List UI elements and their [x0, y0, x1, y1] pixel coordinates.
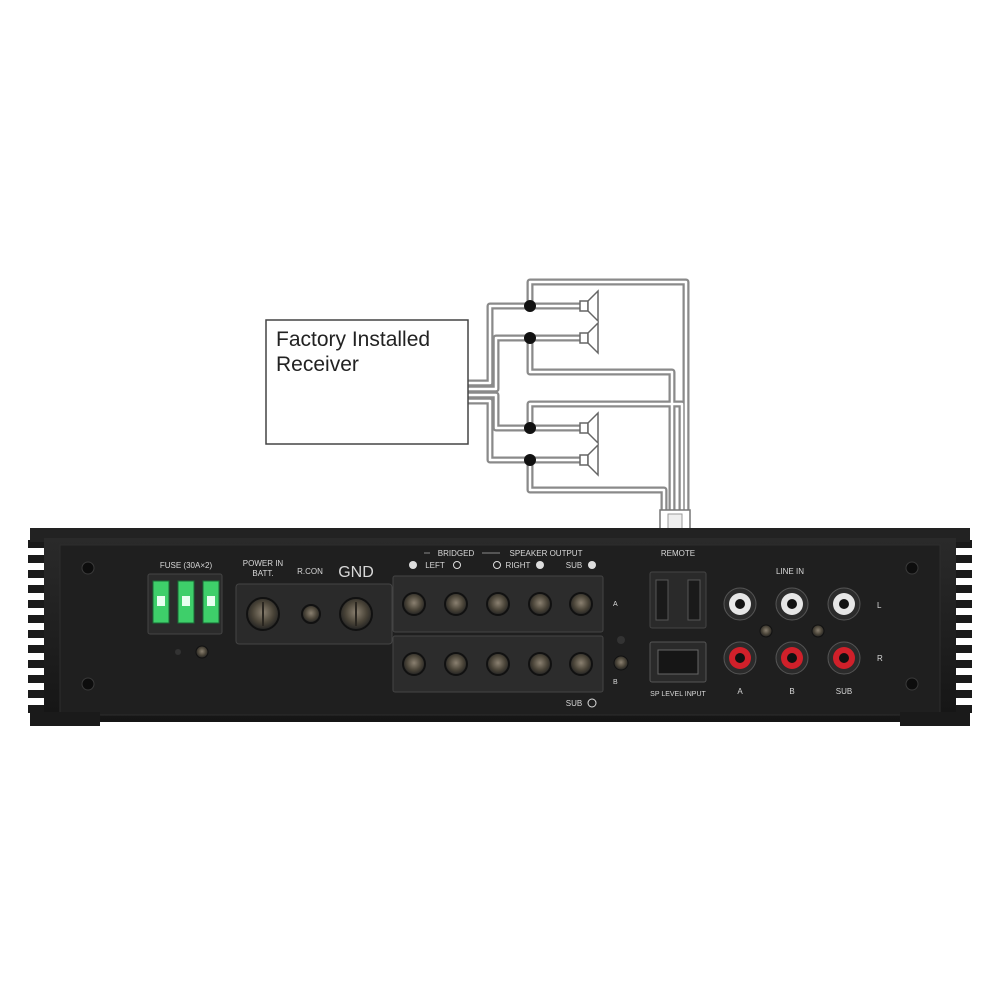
- right-label: RIGHT: [506, 561, 531, 570]
- bridged-label: BRIDGED: [438, 549, 475, 558]
- amplifier-end-panel: FUSE (30A×2) POWER IN BATT. R.CON GND BR…: [28, 528, 972, 726]
- remote-label: REMOTE: [661, 549, 695, 558]
- ch-b-label: B: [789, 687, 794, 696]
- row-b-label: B: [613, 679, 618, 686]
- heatsink-fins-left: [28, 540, 50, 713]
- panel-screw-icon: [81, 561, 919, 691]
- receiver-label-line2: Receiver: [276, 353, 359, 376]
- sp-level-input-label: SP LEVEL INPUT: [650, 691, 706, 698]
- power-in-label: POWER IN: [243, 559, 284, 568]
- speaker-terminal-screw-icon: [402, 592, 593, 676]
- ch-sub-label: SUB: [836, 687, 852, 696]
- terminal-screw-icon: [246, 597, 373, 631]
- factory-receiver-box: Factory Installed Receiver: [265, 319, 469, 445]
- row-a-label: A: [613, 601, 618, 608]
- line-in-label: LINE IN: [776, 567, 804, 576]
- left-label: LEFT: [425, 561, 445, 570]
- sub-bottom-label: SUB: [566, 699, 582, 708]
- wire-junctions: [524, 300, 536, 466]
- rcon-label: R.CON: [297, 567, 323, 576]
- fuse-icon: [152, 580, 220, 624]
- speaker-wires: [468, 278, 690, 512]
- sub-label: SUB: [566, 561, 582, 570]
- batt-label: BATT.: [252, 569, 273, 578]
- receiver-label-line1: Factory Installed: [276, 328, 430, 351]
- rca-jack-icon: [723, 587, 861, 675]
- ch-a-label: A: [737, 687, 743, 696]
- fuse-label: FUSE (30A×2): [160, 561, 213, 570]
- speaker-output-label: SPEAKER OUTPUT: [510, 549, 583, 558]
- speaker-icon: [579, 289, 599, 477]
- heatsink-fins-right: [950, 540, 972, 713]
- r-label: R: [877, 654, 883, 663]
- l-label: L: [877, 601, 882, 610]
- gnd-label: GND: [338, 564, 374, 581]
